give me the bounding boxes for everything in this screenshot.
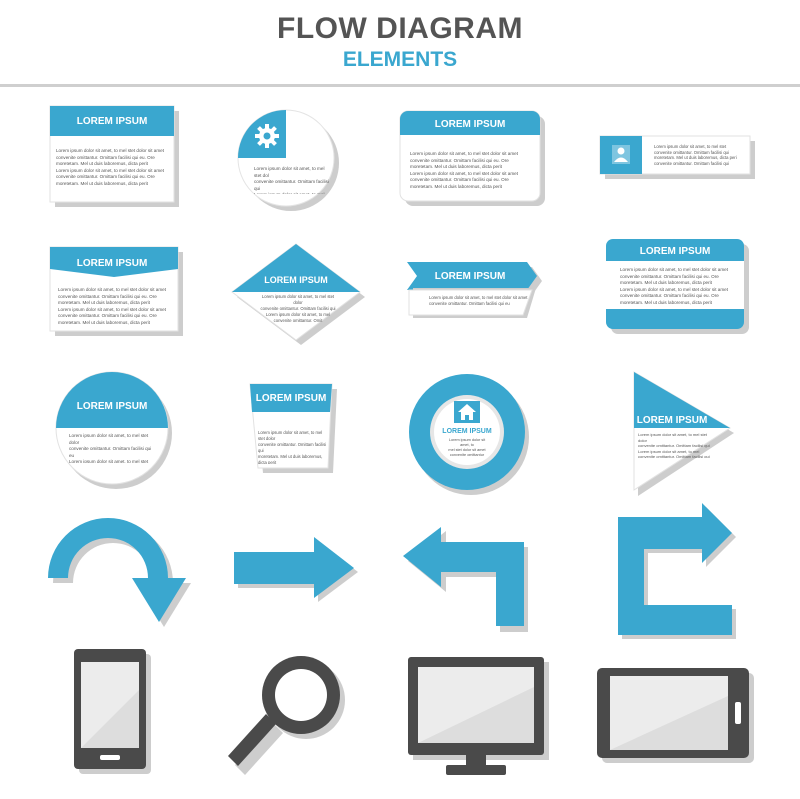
circle-gear-element: Lorem ipsum dolor sit amet, to mel stet … xyxy=(236,108,346,214)
diamond-body: Lorem ipsum dolor sit amet, to mel stet … xyxy=(260,294,336,322)
box-1-label: LOREM IPSUM xyxy=(76,116,148,127)
magnifier-icon xyxy=(224,656,346,776)
half-circle-element: LOREM IPSUM Lorem ipsum dolor sit amet, … xyxy=(55,371,175,489)
tablet-icon xyxy=(597,668,757,766)
curved-arrow-icon xyxy=(44,518,204,638)
triangle-label: LOREM IPSUM xyxy=(636,415,708,426)
half-circle-body: Lorem ipsum dolor sit amet, to mel stet … xyxy=(69,433,152,463)
page-title: FLOW DIAGRAM xyxy=(277,12,523,45)
user-card-element: Lorem ipsum dolor sit amet, to mel stet … xyxy=(599,135,760,182)
box-3-body: Lorem ipsum dolor sit amet, to mel stet … xyxy=(410,151,518,189)
user-card-body: Lorem ipsum dolor sit amet, to mel stet … xyxy=(654,144,737,166)
page-subtitle: ELEMENTS xyxy=(342,48,458,71)
tag-element: LOREM IPSUM Lorem ipsum dolor sit amet, … xyxy=(403,262,543,322)
box-element-3: LOREM IPSUM Lorem ipsum dolor sit amet, … xyxy=(399,110,550,209)
header-divider xyxy=(0,84,800,87)
triangle-body: Lorem ipsum dolor sit amet, to mel stet … xyxy=(638,432,710,458)
rounded-box-label: LOREM IPSUM xyxy=(639,246,711,257)
ring-element: LOREM IPSUM Lorem ipsum dolor sit amet, … xyxy=(407,373,537,497)
trapezoid-body: Lorem ipsum dolor sit amet, to mel stet … xyxy=(258,430,327,464)
smartphone-icon xyxy=(74,649,154,775)
box-1-body: Lorem ipsum dolor sit amet, to mel stet … xyxy=(56,148,164,186)
ring-body: Lorem ipsum dolor sit amet, to mel stet … xyxy=(448,438,486,457)
diamond-label: LOREM IPSUM xyxy=(264,275,328,285)
banner-element: LOREM IPSUM Lorem ipsum dolor sit amet, … xyxy=(49,246,185,339)
up-right-arrow-icon xyxy=(616,503,738,641)
banner-body: Lorem ipsum dolor sit amet, to mel stet … xyxy=(58,287,166,325)
box-element-1: LOREM IPSUM Lorem ipsum dolor sit amet, … xyxy=(49,105,180,208)
monitor-icon xyxy=(408,657,552,783)
tag-label: LOREM IPSUM xyxy=(434,271,506,282)
ring-label: LOREM IPSUM xyxy=(442,428,492,435)
box-3-label: LOREM IPSUM xyxy=(434,119,506,130)
user-icon xyxy=(612,145,630,164)
trapezoid-label: LOREM IPSUM xyxy=(255,393,327,404)
rounded-box-body: Lorem ipsum dolor sit amet, to mel stet … xyxy=(620,267,728,305)
gear-icon xyxy=(255,124,279,148)
banner-label: LOREM IPSUM xyxy=(76,258,148,269)
trapezoid-element: LOREM IPSUM Lorem ipsum dolor sit amet, … xyxy=(246,383,338,478)
right-arrow-icon xyxy=(232,536,362,602)
half-circle-label: LOREM IPSUM xyxy=(76,401,148,412)
rounded-box-element: LOREM IPSUM Lorem ipsum dolor sit amet, … xyxy=(606,239,750,337)
circle-gear-body: Lorem ipsum dolor sit amet, to mel stet … xyxy=(254,166,329,194)
tag-body: Lorem ipsum dolor sit amet, to mel stet … xyxy=(429,295,528,306)
home-icon xyxy=(454,401,480,423)
diamond-element: LOREM IPSUM Lorem ipsum dolor sit amet, … xyxy=(230,243,366,345)
left-up-arrow-icon xyxy=(400,526,535,636)
triangle-element: LOREM IPSUM Lorem ipsum dolor sit amet, … xyxy=(632,370,736,496)
